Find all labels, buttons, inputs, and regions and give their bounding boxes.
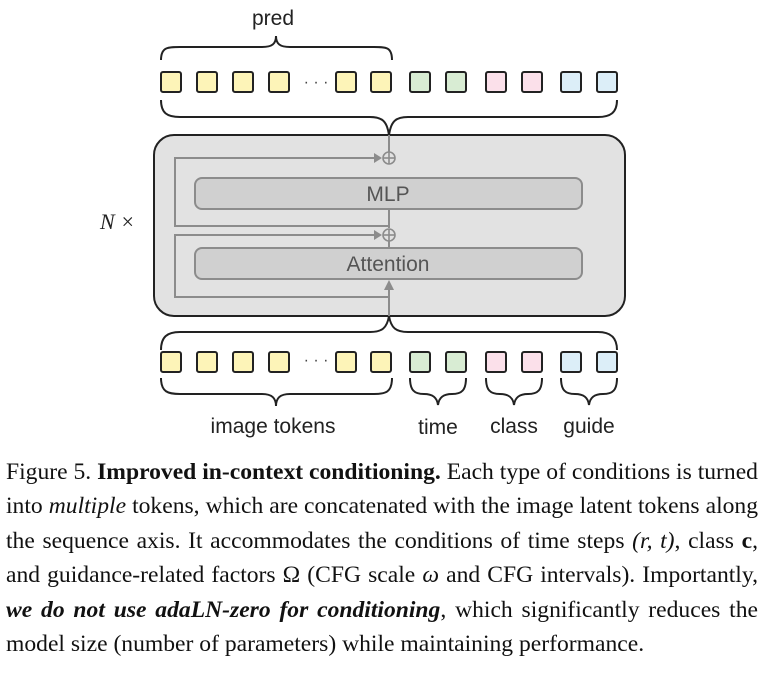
caption-text: (CFG scale	[307, 562, 416, 589]
image-token	[196, 351, 218, 373]
image-token	[232, 351, 254, 373]
caption-emphasis: multiple	[48, 493, 127, 520]
pred-brace	[160, 35, 393, 61]
caption-text: Each type of conditions is turned into	[6, 459, 758, 520]
class-token	[485, 71, 507, 93]
image-token	[370, 351, 392, 373]
guide-token	[560, 351, 582, 373]
attention-label: Attention	[347, 253, 430, 276]
time-token	[445, 71, 467, 93]
attn-skip-arrowhead	[374, 230, 382, 240]
caption-key-claim: we do not use adaLN-zero for conditionin…	[6, 596, 441, 623]
time-brace	[409, 377, 467, 406]
time-label: time	[418, 416, 458, 439]
class-token	[521, 71, 543, 93]
output-ellipsis: · · ·	[304, 74, 329, 91]
architecture-diagram: pred · · · MLP Attention N × · · ·	[99, 7, 626, 439]
class-token	[521, 351, 543, 373]
mlp-label: MLP	[366, 183, 409, 206]
input-token-row	[160, 351, 618, 373]
image-token	[160, 351, 182, 373]
figure-caption: Figure 5. Improved in-context conditioni…	[6, 455, 758, 661]
guide-token	[560, 71, 582, 93]
caption-text: , which significantly reduces the model …	[6, 596, 758, 658]
figure-number: Figure 5.	[6, 459, 92, 485]
class-brace	[485, 377, 543, 406]
image-token	[196, 71, 218, 93]
class-token	[485, 351, 507, 373]
image-token	[335, 71, 357, 93]
caption-text: tokens, which are concatenated with the …	[6, 493, 759, 554]
guide-token	[596, 351, 618, 373]
caption-text: and CFG intervals). Importantly,	[446, 562, 759, 589]
input-split-lines	[160, 315, 618, 351]
image-token	[232, 71, 254, 93]
time-token	[409, 351, 431, 373]
output-token-row	[160, 71, 618, 93]
math-c: c	[741, 527, 753, 554]
pred-label: pred	[252, 7, 294, 30]
mlp-skip-arrowhead	[374, 153, 382, 163]
image-tokens-brace	[160, 377, 393, 407]
image-token	[160, 71, 182, 93]
add-node-icon	[382, 151, 396, 165]
math-rt: (r, t)	[632, 527, 675, 554]
mlp-layer	[194, 177, 583, 210]
time-token	[445, 351, 467, 373]
image-tokens-label: image tokens	[211, 415, 336, 438]
guide-token	[596, 71, 618, 93]
math-omega: Ω	[282, 562, 301, 589]
attention-layer	[194, 247, 583, 280]
repeat-label: N ×	[99, 209, 135, 234]
caption-text: , class	[674, 527, 734, 554]
input-ellipsis: · · ·	[304, 352, 329, 369]
add-node-icon	[382, 228, 396, 242]
residual-connections	[174, 135, 390, 316]
attention-arrowhead	[384, 280, 394, 290]
image-token	[268, 351, 290, 373]
image-token	[370, 71, 392, 93]
caption-title: Improved in-context conditioning.	[97, 459, 441, 485]
guide-label: guide	[563, 415, 614, 438]
image-token	[335, 351, 357, 373]
image-token	[268, 71, 290, 93]
time-token	[409, 71, 431, 93]
caption-text: , and guidance-related factors	[6, 527, 758, 589]
output-merge-lines	[160, 99, 618, 136]
math-w: ω	[422, 562, 440, 589]
guide-brace	[560, 377, 618, 406]
class-label: class	[490, 415, 538, 438]
